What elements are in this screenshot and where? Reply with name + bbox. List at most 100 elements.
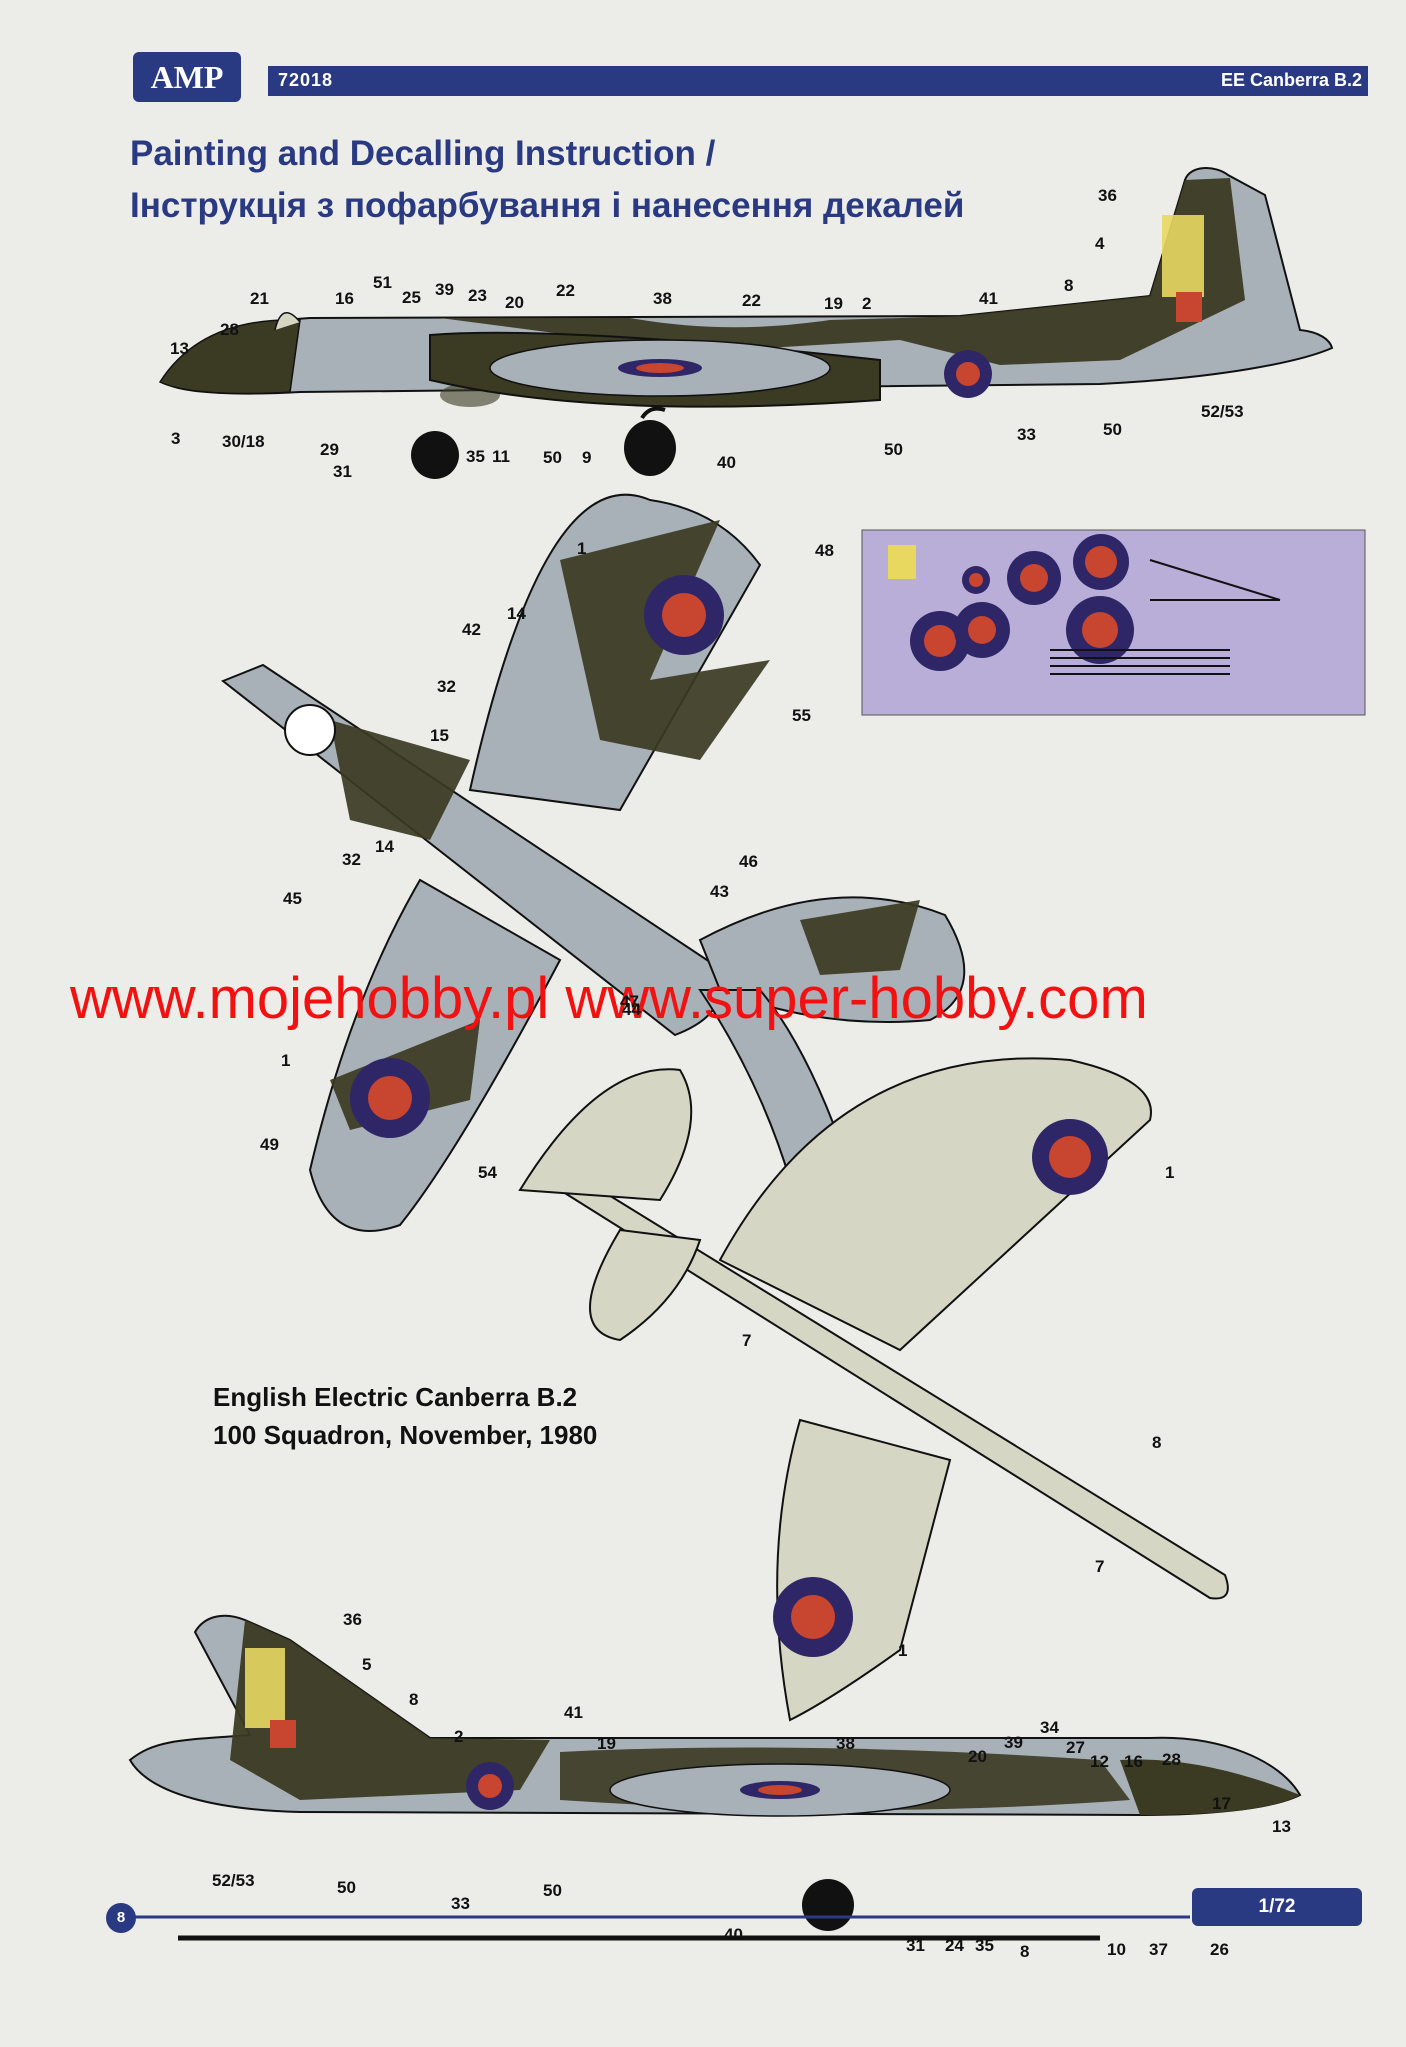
callout-number: 36: [343, 1610, 362, 1629]
callout-number: 55: [792, 706, 811, 725]
callout-number: 21: [250, 289, 269, 308]
watermark: www.mojehobby.pl www.super-hobby.com: [70, 966, 1148, 1031]
callout-number: 4: [1095, 234, 1105, 253]
callout-number: 20: [968, 1747, 987, 1766]
callout-number: 1: [898, 1641, 908, 1660]
callout-number: 24: [945, 1936, 964, 1955]
callout-number: 2: [454, 1727, 464, 1746]
callout-number: 8: [1152, 1433, 1162, 1452]
callout-number: 31: [333, 462, 352, 481]
callout-number: 1: [1165, 1163, 1175, 1182]
callout-number: 14: [375, 837, 394, 856]
callout-number: 13: [170, 339, 189, 358]
callout-number: 28: [1162, 1750, 1181, 1769]
callout-number: 19: [824, 294, 843, 313]
callout-number: 52/53: [1201, 402, 1244, 421]
callout-number: 31: [906, 1936, 925, 1955]
aircraft-caption-line2: 100 Squadron, November, 1980: [213, 1420, 598, 1450]
callout-number: 32: [437, 677, 456, 696]
callout-number: 54: [478, 1163, 497, 1182]
callout-number: 19: [597, 1734, 616, 1753]
callout-number: 7: [742, 1331, 752, 1350]
callout-number: 8: [1020, 1942, 1030, 1961]
side-view-top: [158, 167, 1334, 479]
header-bar: [268, 66, 1368, 96]
bottom-view: [518, 1057, 1229, 1722]
page-title-ukrainian: Інструкція з пофарбування і нанесення де…: [130, 186, 965, 225]
callout-number: 40: [717, 453, 736, 472]
callout-number: 39: [1004, 1733, 1023, 1752]
callout-number: 38: [836, 1734, 855, 1753]
page-number: 8: [106, 1903, 136, 1933]
callout-number: 47: [620, 992, 639, 1011]
callout-number: 37: [1149, 1940, 1168, 1959]
callout-number: 33: [1017, 425, 1036, 444]
callout-number: 27: [1066, 1738, 1085, 1757]
callout-number: 16: [1124, 1752, 1143, 1771]
callout-number: 11: [492, 447, 510, 466]
callout-number: 8: [440, 460, 450, 479]
callout-number: 49: [260, 1135, 279, 1154]
callout-number: 30/18: [222, 432, 265, 451]
callout-number: 10: [1107, 1940, 1126, 1959]
callout-number: 23: [468, 286, 487, 305]
callout-number: 48: [815, 541, 834, 560]
callout-number: 50: [543, 1881, 562, 1900]
page-title: Painting and Decalling Instruction /: [130, 134, 716, 173]
callout-number: 50: [543, 448, 562, 467]
callout-number: 26: [1210, 1940, 1229, 1959]
callout-number: 50: [1103, 420, 1122, 439]
callout-number: 39: [435, 280, 454, 299]
callout-number: 28: [220, 320, 239, 339]
callout-number: 46: [739, 852, 758, 871]
scale-badge: 1/72: [1192, 1888, 1362, 1926]
callout-number: 8: [1064, 276, 1074, 295]
callout-number: 50: [884, 440, 903, 459]
callout-number: 9: [582, 448, 592, 467]
callout-number: 32: [342, 850, 361, 869]
callout-number: 44: [622, 1000, 641, 1019]
brand-logo: AMP: [133, 52, 241, 102]
callout-number: 8: [409, 1690, 419, 1709]
aircraft-caption-line1: English Electric Canberra B.2: [213, 1382, 578, 1412]
top-view: [221, 493, 966, 1232]
callout-number: 20: [505, 293, 524, 312]
callout-number: 41: [979, 289, 998, 308]
callout-number: 22: [742, 291, 761, 310]
callout-number: 3: [171, 429, 181, 448]
callout-number: 22: [556, 281, 575, 300]
callout-number: 43: [710, 882, 729, 901]
callout-number: 17: [1212, 1794, 1231, 1813]
callout-number: 50: [337, 1878, 356, 1897]
callout-number: 29: [320, 440, 339, 459]
callout-number: 35: [466, 447, 485, 466]
callout-number: 33: [451, 1894, 470, 1913]
callout-number: 2: [862, 294, 872, 313]
callout-number: 25: [402, 288, 421, 307]
side-view-bottom: [128, 1614, 1302, 1941]
callout-number: 13: [1272, 1817, 1291, 1836]
model-name: EE Canberra B.2: [1220, 70, 1362, 90]
callout-number: 1: [281, 1051, 291, 1070]
callout-number: 16: [335, 289, 354, 308]
callout-number: 51: [373, 273, 392, 292]
callout-number: 7: [1095, 1557, 1105, 1576]
callout-number: 40: [724, 1925, 743, 1944]
callout-number: 36: [1098, 186, 1117, 205]
callout-number: 15: [430, 726, 449, 745]
callout-number: 41: [564, 1703, 583, 1722]
callout-number: 42: [462, 620, 481, 639]
callout-number: 38: [653, 289, 672, 308]
decal-sheet: [861, 529, 1366, 716]
kit-code: 72018: [278, 70, 334, 90]
callout-number: 5: [362, 1655, 372, 1674]
callout-number: 35: [975, 1936, 994, 1955]
callout-number: 12: [1090, 1752, 1109, 1771]
callout-number: 52/53: [212, 1871, 255, 1890]
callout-number: 14: [507, 604, 526, 623]
callout-number: 34: [1040, 1718, 1059, 1737]
callout-number: 1: [577, 539, 587, 558]
callout-number: 45: [283, 889, 302, 908]
